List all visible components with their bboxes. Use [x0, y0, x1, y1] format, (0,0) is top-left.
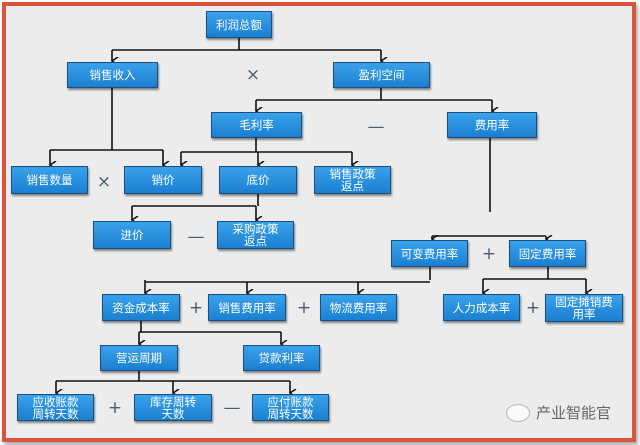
plus-operator: + — [525, 298, 541, 318]
minus-operator: — — [187, 227, 205, 247]
node-gross-margin: 毛利率 — [211, 112, 302, 138]
node-sales-revenue: 销售收入 — [67, 62, 158, 88]
plus-operator: + — [188, 298, 204, 318]
plus-operator: + — [107, 398, 123, 418]
node-fixed-expense: 固定费用率 — [509, 240, 586, 267]
node-operating-cycle: 营运周期 — [100, 345, 178, 371]
node-payable-days: 应付账款周转天数 — [252, 394, 329, 421]
node-inventory-days: 库存周转天数 — [134, 394, 212, 421]
node-loan-rate: 贷款利率 — [243, 345, 320, 371]
node-sale-price: 销价 — [124, 166, 202, 194]
minus-operator: — — [367, 117, 385, 137]
node-profit-space: 盈利空间 — [333, 62, 430, 88]
node-logistics-expense: 物流费用率 — [320, 294, 397, 321]
watermark-text: 产业智能官 — [536, 404, 612, 422]
node-expense-rate: 费用率 — [447, 112, 537, 138]
plus-operator: + — [296, 298, 312, 318]
watermark: 产业智能官 — [506, 402, 611, 423]
node-receivable-days: 应收账款周转天数 — [17, 394, 94, 421]
node-selling-expense: 销售费用率 — [208, 294, 286, 321]
node-purchase-rebate: 采购政策返点 — [217, 221, 294, 249]
node-floor-price: 底价 — [219, 166, 297, 194]
node-profit-total: 利润总额 — [206, 11, 272, 38]
node-fixed-amortization: 固定摊销费用率 — [545, 294, 623, 322]
node-variable-expense: 可变费用率 — [391, 240, 468, 267]
node-labor-cost: 人力成本率 — [443, 294, 520, 321]
times-operator: × — [96, 172, 112, 192]
node-sales-rebate: 销售政策返点 — [314, 166, 391, 194]
minus-operator: — — [223, 398, 241, 418]
plus-operator: + — [481, 244, 497, 264]
node-purchase-price: 进价 — [93, 221, 171, 249]
times-operator: × — [245, 65, 261, 85]
node-capital-cost: 资金成本率 — [102, 294, 180, 321]
wechat-icon — [506, 403, 530, 422]
node-sales-qty: 销售数量 — [11, 166, 88, 194]
